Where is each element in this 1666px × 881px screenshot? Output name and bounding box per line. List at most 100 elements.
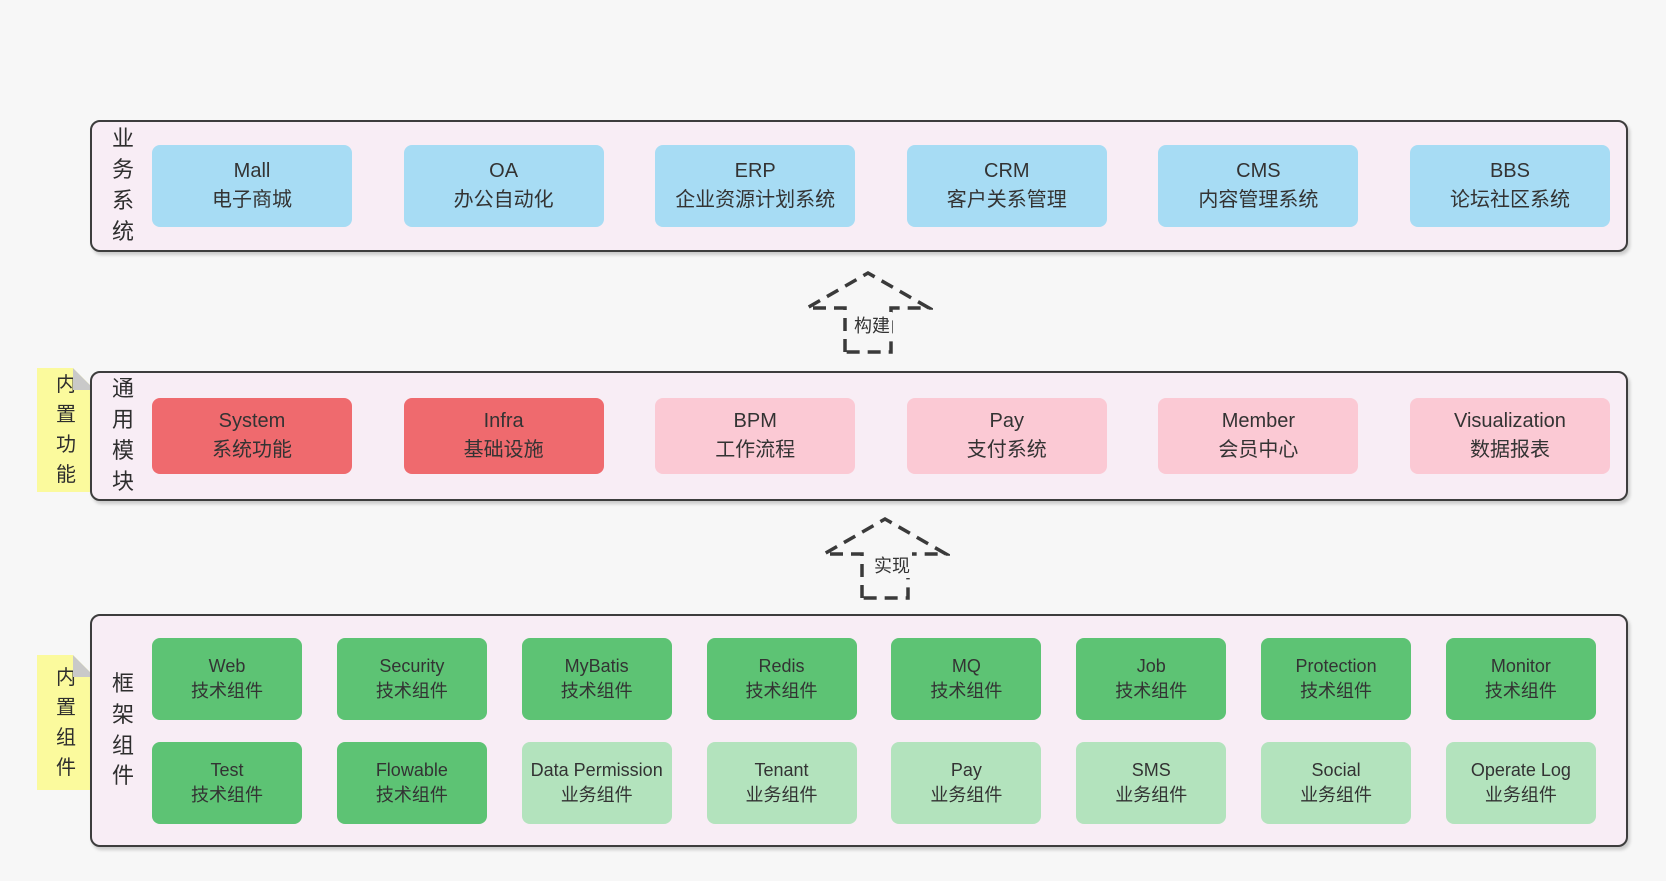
sticky-note-built-in-components: 内置组件: [37, 655, 95, 790]
node-subtitle: 技术组件: [560, 680, 633, 701]
node-subtitle: 技术组件: [191, 784, 263, 805]
node-protection: Protection 技术组件: [1261, 637, 1412, 720]
sticky-note-text: 内置功能: [56, 374, 76, 486]
node-crm: CRM 客户关系管理: [906, 145, 1107, 227]
arrow-label-build: 构建: [852, 312, 892, 338]
node-subtitle: 系统功能: [212, 439, 292, 461]
node-pay: Pay 支付系统: [906, 398, 1107, 474]
node-operate-log: Operate Log 业务组件: [1445, 741, 1596, 824]
node-subtitle: 论坛社区系统: [1449, 189, 1570, 211]
node-flowable: Flowable 技术组件: [336, 741, 487, 824]
layer-body: Mall 电子商城 OA 办公自动化 ERP 企业资源计划系统 CRM 客户关系…: [138, 145, 1626, 227]
node-mq: MQ 技术组件: [891, 637, 1042, 720]
component-row-2: Test 技术组件 Flowable 技术组件 Data Permission …: [152, 741, 1596, 824]
node-pay-business: Pay 业务组件: [891, 741, 1042, 824]
layer-label: 框架组件: [111, 670, 134, 789]
node-system: System 系统功能: [152, 398, 352, 474]
node-title: Job: [1136, 656, 1166, 677]
node-cms: CMS 内容管理系统: [1158, 145, 1359, 227]
node-subtitle: 业务组件: [1115, 784, 1188, 805]
layer-body: Web 技术组件 Security 技术组件 MyBatis 技术组件 Redi…: [138, 637, 1626, 824]
node-subtitle: 基础设施: [463, 439, 544, 461]
node-sms: SMS 业务组件: [1076, 741, 1227, 824]
layer-common-modules: 通用模块 System 系统功能 Infra 基础设施 BPM 工作流程 Pay…: [90, 371, 1628, 501]
node-monitor: Monitor 技术组件: [1445, 637, 1596, 720]
node-subtitle: 数据报表: [1469, 439, 1550, 461]
node-subtitle: 业务组件: [1300, 784, 1373, 805]
node-social: Social 业务组件: [1261, 741, 1412, 824]
node-subtitle: 支付系统: [966, 439, 1047, 461]
node-title: BBS: [1489, 160, 1530, 182]
node-title: Pay: [989, 410, 1025, 432]
node-erp: ERP 企业资源计划系统: [655, 145, 856, 227]
node-subtitle: 技术组件: [191, 680, 263, 701]
node-title: System: [218, 410, 286, 432]
node-bbs: BBS 论坛社区系统: [1409, 145, 1610, 227]
node-title: Tenant: [754, 760, 809, 781]
layer-label: 通用模块: [111, 376, 134, 494]
node-subtitle: 业务组件: [560, 784, 633, 805]
dashed-up-arrow-icon: [820, 516, 950, 600]
node-title: CRM: [984, 160, 1030, 182]
node-subtitle: 业务组件: [930, 784, 1003, 805]
node-bpm: BPM 工作流程: [655, 398, 856, 474]
layer-label: 业务系统: [111, 126, 134, 244]
node-web: Web 技术组件: [152, 637, 302, 720]
dashed-up-arrow-icon: [803, 270, 933, 354]
node-subtitle: 技术组件: [1484, 680, 1557, 701]
node-subtitle: 会员中心: [1218, 439, 1299, 461]
node-mall: Mall 电子商城: [152, 145, 352, 227]
node-title: CMS: [1236, 160, 1281, 182]
node-title: MyBatis: [564, 656, 629, 677]
node-title: Monitor: [1490, 656, 1551, 677]
node-subtitle: 技术组件: [930, 680, 1003, 701]
node-title: SMS: [1131, 760, 1171, 781]
node-subtitle: 业务组件: [745, 784, 818, 805]
node-subtitle: 内容管理系统: [1198, 189, 1319, 211]
layer-body: System 系统功能 Infra 基础设施 BPM 工作流程 Pay 支付系统…: [138, 398, 1626, 474]
node-subtitle: 客户关系管理: [946, 189, 1067, 211]
node-title: BPM: [733, 410, 777, 432]
node-member: Member 会员中心: [1158, 398, 1359, 474]
layer-framework-components: 框架组件 Web 技术组件 Security 技术组件 MyBatis 技术组件…: [90, 614, 1628, 847]
node-title: Protection: [1295, 656, 1377, 677]
node-subtitle: 技术组件: [375, 680, 448, 701]
node-title: Visualization: [1454, 410, 1566, 432]
node-title: ERP: [734, 160, 776, 182]
node-title: Flowable: [375, 760, 448, 781]
node-subtitle: 业务组件: [1484, 784, 1557, 805]
node-title: Redis: [758, 656, 805, 677]
node-redis: Redis 技术组件: [706, 637, 857, 720]
node-title: Pay: [950, 760, 982, 781]
node-subtitle: 电子商城: [212, 189, 292, 211]
node-subtitle: 技术组件: [745, 680, 818, 701]
node-visualization: Visualization 数据报表: [1409, 398, 1610, 474]
node-test: Test 技术组件: [152, 741, 302, 824]
node-title: Infra: [483, 410, 524, 432]
node-subtitle: 工作流程: [715, 439, 796, 461]
node-oa: OA 办公自动化: [403, 145, 604, 227]
node-subtitle: 办公自动化: [453, 189, 554, 211]
node-tenant: Tenant 业务组件: [706, 741, 857, 824]
node-title: Security: [379, 656, 445, 677]
node-title: Member: [1221, 410, 1296, 432]
node-title: Operate Log: [1470, 760, 1571, 781]
sticky-note-built-in-features: 内置功能: [37, 368, 95, 492]
node-title: OA: [489, 160, 519, 182]
node-security: Security 技术组件: [336, 637, 487, 720]
node-data-permission: Data Permission 业务组件: [521, 741, 672, 824]
node-title: MQ: [951, 656, 981, 677]
node-infra: Infra 基础设施: [403, 398, 604, 474]
node-subtitle: 技术组件: [1300, 680, 1373, 701]
node-title: Test: [210, 760, 244, 781]
arrow-label-implement: 实现: [872, 552, 912, 578]
node-title: Data Permission: [530, 760, 663, 781]
node-title: Social: [1311, 760, 1361, 781]
component-row-1: Web 技术组件 Security 技术组件 MyBatis 技术组件 Redi…: [152, 637, 1596, 720]
sticky-note-text: 内置组件: [56, 666, 76, 779]
layer-business-systems: 业务系统 Mall 电子商城 OA 办公自动化 ERP 企业资源计划系统 CRM…: [90, 120, 1628, 252]
node-title: Mall: [233, 160, 271, 182]
node-subtitle: 技术组件: [375, 784, 448, 805]
node-title: Web: [208, 656, 246, 677]
